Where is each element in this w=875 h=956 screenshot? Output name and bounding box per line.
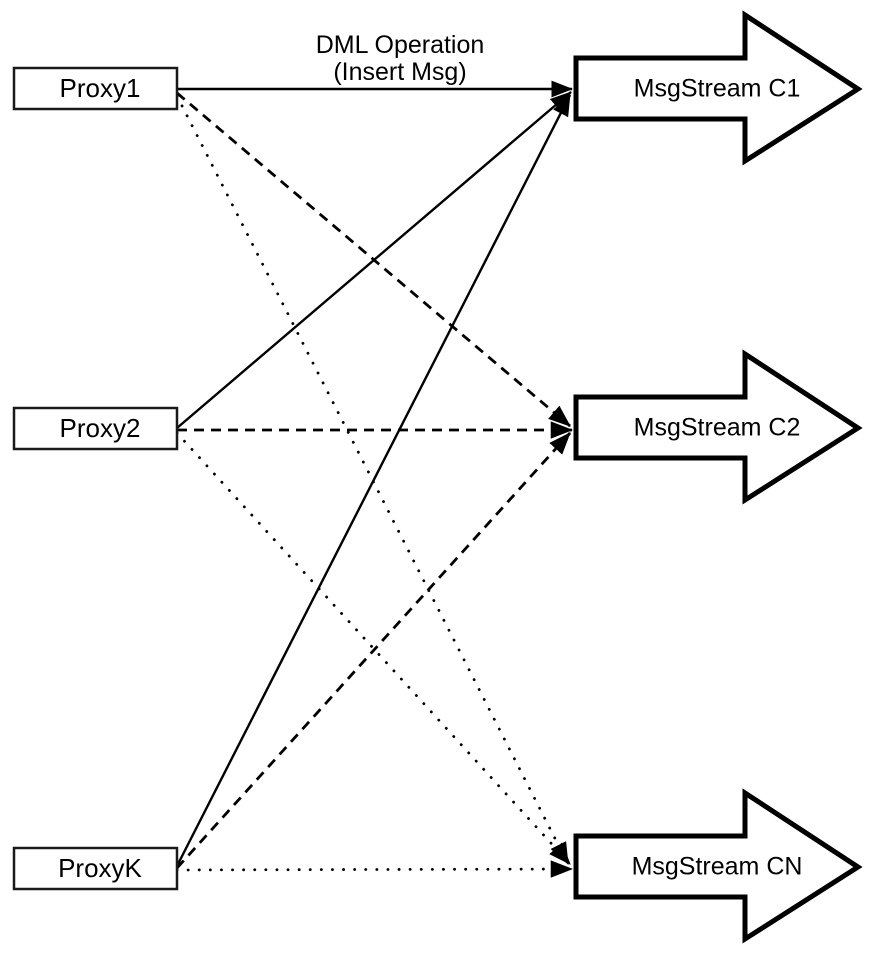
stream-node-c1[interactable]: MsgStream C1: [573, 10, 863, 166]
edge-caption-line1: DML Operation: [316, 31, 485, 59]
proxy2-box[interactable]: [12, 406, 179, 451]
edge-caption-line2: (Insert Msg): [333, 58, 466, 86]
proxy2-label: Proxy2: [60, 413, 141, 443]
connection-proxyk-to-cn[interactable]: [175, 860, 574, 878]
proxyk-label: ProxyK: [58, 853, 142, 883]
connections-layer: [175, 80, 574, 878]
stream-c1-label: MsgStream C1: [634, 75, 801, 103]
proxy-node-proxyk[interactable]: ProxyK: [12, 846, 179, 891]
proxy1-label: Proxy1: [60, 73, 141, 103]
connection-proxy2-to-c1[interactable]: [176, 91, 572, 429]
stream-cn-label: MsgStream CN: [632, 853, 803, 881]
connection-proxyk-to-c1[interactable]: [175, 94, 572, 867]
stream-c1-arrow-shape[interactable]: [573, 10, 863, 166]
proxy-node-proxy1[interactable]: Proxy1: [12, 66, 179, 111]
proxy1-box[interactable]: [12, 66, 179, 111]
stream-nodes-layer: MsgStream C1 MsgStream C2 MsgStream CN: [573, 10, 863, 944]
stream-cn-arrow-shape[interactable]: [573, 788, 863, 944]
edge-caption: DML Operation (Insert Msg): [316, 31, 485, 86]
proxy-node-proxy2[interactable]: Proxy2: [12, 406, 179, 451]
stream-c2-arrow-shape[interactable]: [573, 349, 863, 505]
stream-node-c2[interactable]: MsgStream C2: [573, 349, 863, 505]
proxy-nodes-layer: Proxy1 Proxy2 ProxyK: [12, 66, 179, 891]
stream-node-cn[interactable]: MsgStream CN: [573, 788, 863, 944]
connection-proxy1-to-cn[interactable]: [175, 94, 570, 866]
proxyk-box[interactable]: [12, 846, 179, 891]
stream-c2-label: MsgStream C2: [634, 414, 801, 442]
connection-proxyk-to-c2[interactable]: [175, 432, 572, 869]
